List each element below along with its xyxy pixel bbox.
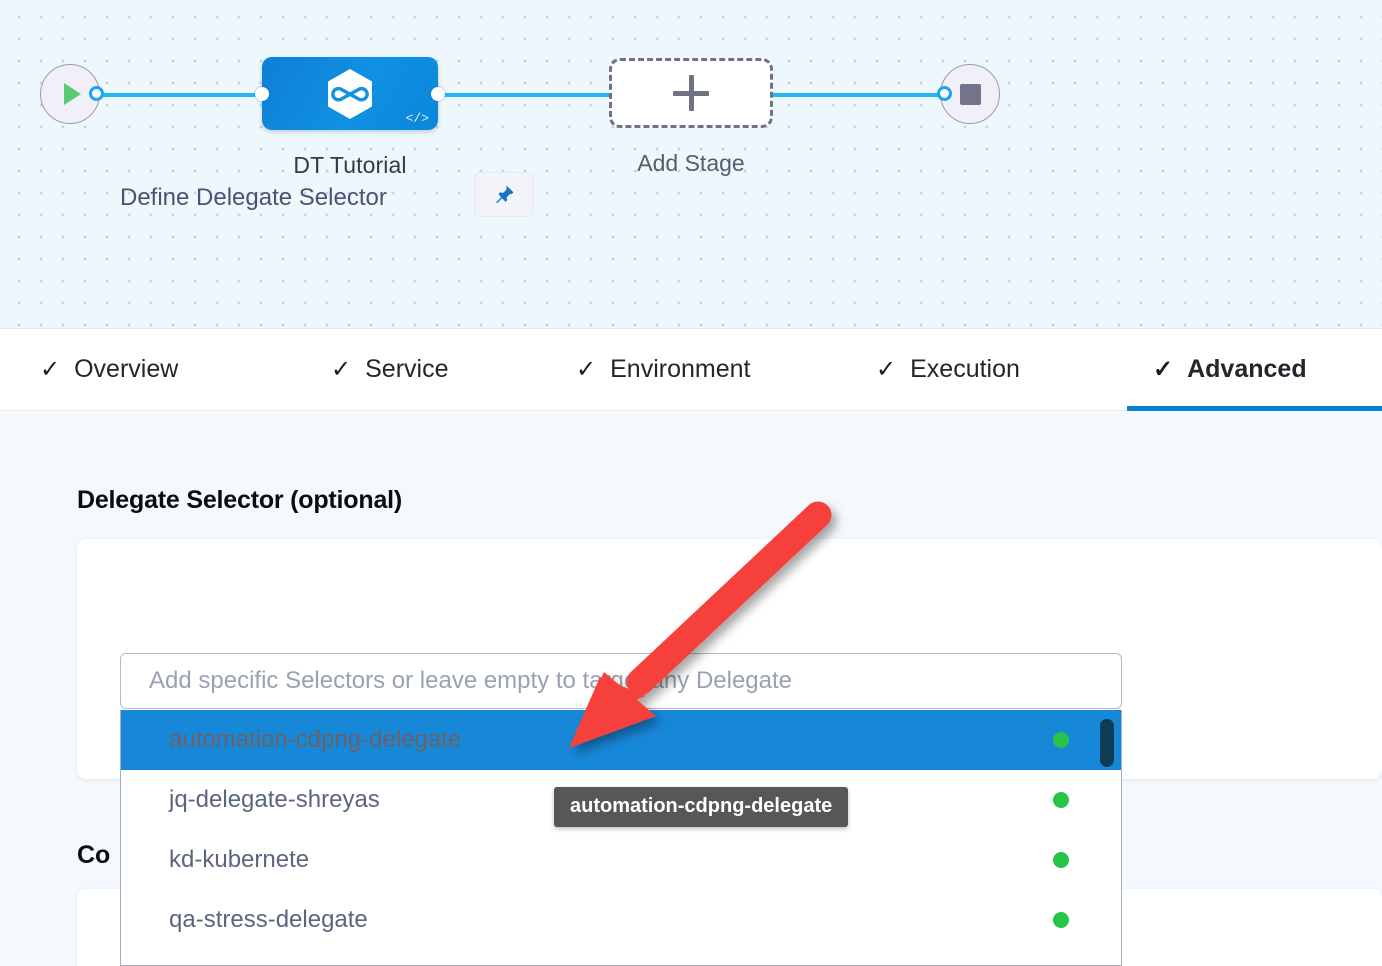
delegate-dropdown-list[interactable]: automation-cdpng-delegate jq-delegate-sh… xyxy=(120,710,1122,966)
dropdown-item-label: kd-kubernete xyxy=(169,846,309,874)
tab-label: Environment xyxy=(610,355,750,384)
dropdown-item-label: automation-cdpng-delegate xyxy=(169,726,461,754)
play-icon xyxy=(64,83,81,105)
connector-dot-stage-out[interactable] xyxy=(431,87,445,101)
check-icon: ✓ xyxy=(876,358,896,382)
tab-label: Service xyxy=(365,355,448,384)
tab-label: Overview xyxy=(74,355,178,384)
dropdown-item-qa-stress-delegate[interactable]: qa-stress-delegate xyxy=(121,890,1121,950)
dropdown-item-kd-kubernete[interactable]: kd-kubernete xyxy=(121,830,1121,890)
page-title: Delegate Selector (optional) xyxy=(77,486,402,515)
connector-line-stage-to-add xyxy=(438,93,610,97)
stage-tab-bar: ✓ Overview ✓ Service ✓ Environment ✓ Exe… xyxy=(0,329,1382,411)
dropdown-item-label: jq-delegate-shreyas xyxy=(169,786,380,814)
stop-icon xyxy=(960,84,981,105)
tab-overview[interactable]: ✓ Overview xyxy=(40,329,178,410)
plus-icon xyxy=(673,75,709,111)
dropdown-scrollbar-thumb[interactable] xyxy=(1100,719,1114,767)
tab-service[interactable]: ✓ Service xyxy=(331,329,448,410)
define-delegate-selector-label: Define Delegate Selector xyxy=(120,184,387,212)
add-stage-button[interactable] xyxy=(609,58,773,128)
delegate-status-dot xyxy=(1053,912,1069,928)
delegate-selector-input[interactable]: Add specific Selectors or leave empty to… xyxy=(120,653,1122,709)
tab-label: Advanced xyxy=(1187,355,1306,384)
connector-dot-start[interactable] xyxy=(89,86,104,101)
check-icon: ✓ xyxy=(40,358,60,382)
pin-icon xyxy=(492,183,516,207)
dropdown-item-label: qa-stress-delegate xyxy=(169,906,368,934)
check-icon: ✓ xyxy=(576,358,596,382)
delegate-status-dot xyxy=(1053,852,1069,868)
pipeline-canvas[interactable]: </> DT Tutorial Add Stage xyxy=(0,0,1382,329)
connector-dot-end[interactable] xyxy=(937,86,952,101)
check-icon: ✓ xyxy=(331,358,351,382)
pin-button[interactable] xyxy=(474,172,534,217)
selector-placeholder: Add specific Selectors or leave empty to… xyxy=(149,667,792,695)
stage-node-label: DT Tutorial xyxy=(262,152,438,179)
add-stage-label: Add Stage xyxy=(609,150,773,177)
tab-environment[interactable]: ✓ Environment xyxy=(576,329,750,410)
delegate-tooltip: automation-cdpng-delegate xyxy=(554,787,848,827)
harness-hexagon-icon xyxy=(326,68,374,120)
tab-execution[interactable]: ✓ Execution xyxy=(876,329,1020,410)
code-badge-icon: </> xyxy=(406,112,429,125)
stage-node-dt-tutorial[interactable]: </> xyxy=(262,57,438,130)
connector-line-add-to-end xyxy=(772,93,952,97)
tab-advanced[interactable]: ✓ Advanced xyxy=(1153,329,1307,410)
connector-line-start-to-stage xyxy=(96,93,264,97)
conditional-execution-title: Co xyxy=(77,841,110,870)
delegate-status-dot xyxy=(1053,732,1069,748)
dropdown-item-automation-cdpng-delegate[interactable]: automation-cdpng-delegate xyxy=(121,710,1121,770)
delegate-status-dot xyxy=(1053,792,1069,808)
connector-dot-stage-in[interactable] xyxy=(255,87,269,101)
tab-label: Execution xyxy=(910,355,1020,384)
check-icon: ✓ xyxy=(1153,358,1173,382)
